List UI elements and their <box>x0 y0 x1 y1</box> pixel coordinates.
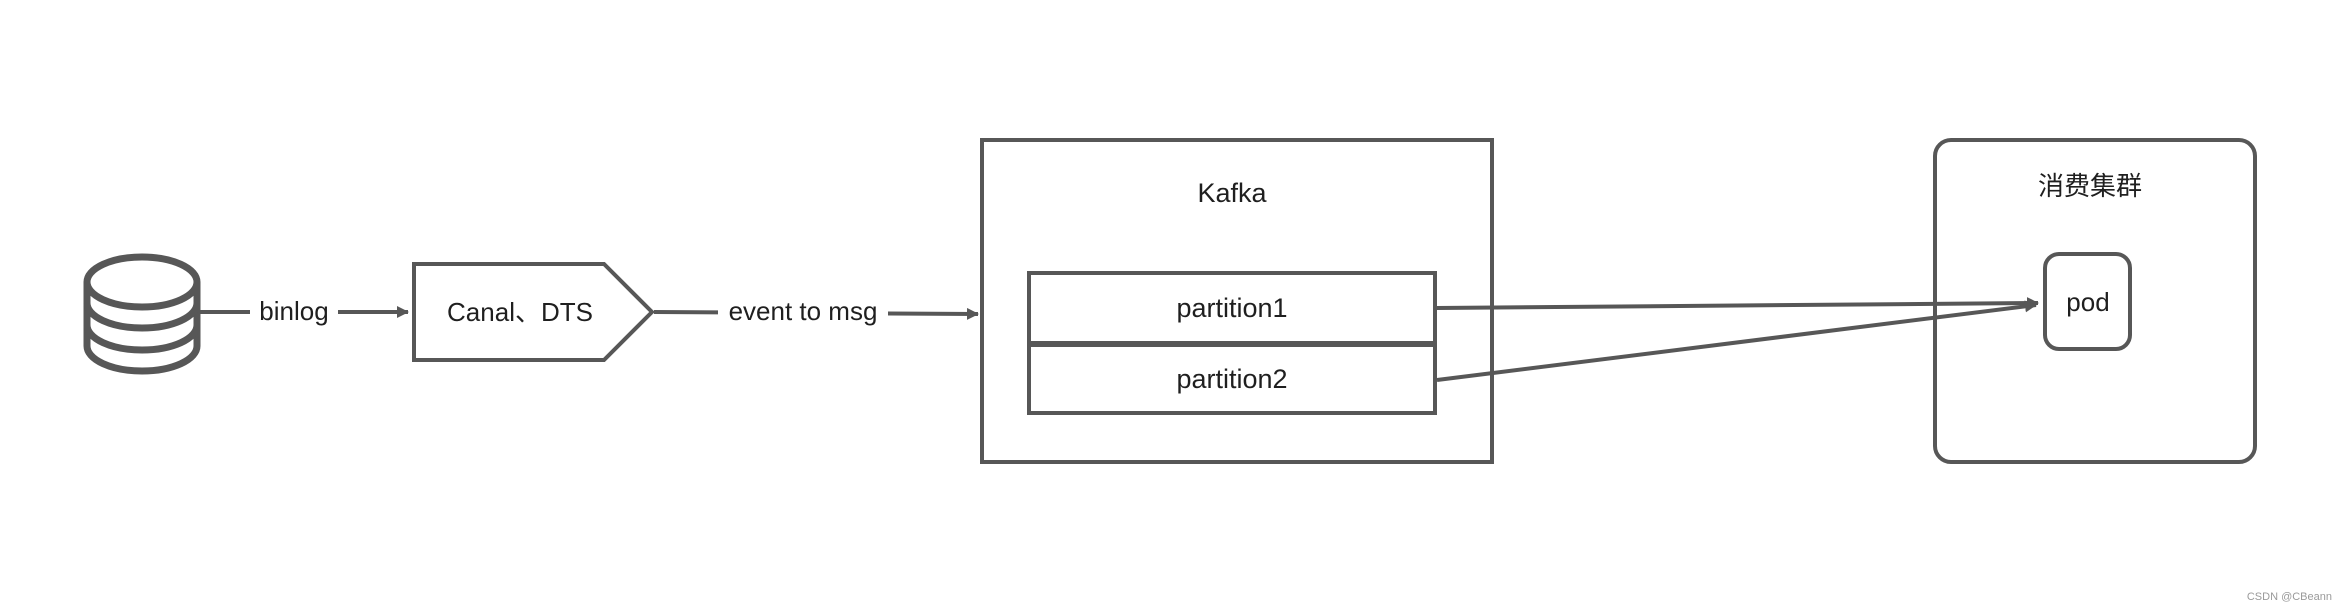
pod-node: pod <box>2043 252 2132 351</box>
pod-label: pod <box>2066 287 2109 317</box>
edge-event-to-msg: event to msg <box>653 296 979 332</box>
consumer-cluster-title: 消费集群 <box>2038 171 2142 201</box>
kafka-container: Kafka partition1 partition2 <box>980 138 1494 464</box>
database-icon <box>83 253 201 375</box>
edge-label-event-to-msg: event to msg <box>729 296 878 326</box>
edge-label-binlog: binlog <box>259 296 328 326</box>
consumer-cluster-container: 消费集群 pod <box>1933 138 2257 464</box>
partition-1-label: partition1 <box>1176 293 1287 323</box>
watermark: CSDN @CBeann <box>2247 591 2332 603</box>
sync-tool-label: Canal、DTS <box>447 297 593 327</box>
edge-binlog: binlog <box>199 294 409 330</box>
kafka-title: Kafka <box>1197 178 1267 208</box>
sync-tool-node: Canal、DTS <box>412 262 655 362</box>
edge-partition2-to-pod <box>1436 300 2037 382</box>
partition-2: partition2 <box>1027 343 1437 415</box>
partition-2-label: partition2 <box>1176 364 1287 394</box>
partition-1: partition1 <box>1027 271 1437 345</box>
edge-partition1-to-pod <box>1436 297 2039 310</box>
